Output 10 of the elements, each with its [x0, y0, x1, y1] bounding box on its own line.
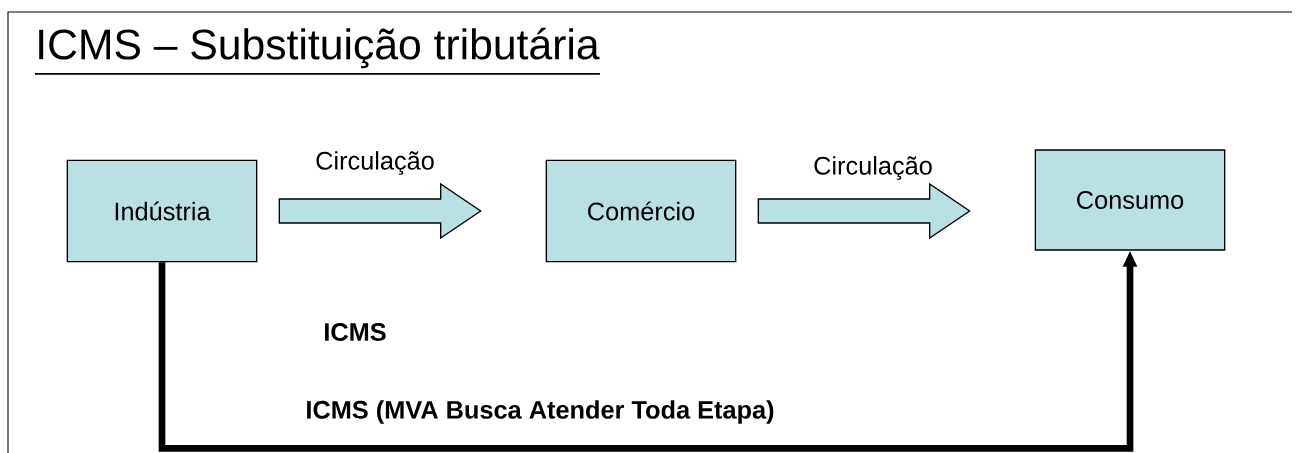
edge-label: Circulação: [811, 154, 935, 182]
edge-label: Circulação: [313, 149, 437, 177]
block-arrow: [278, 182, 482, 240]
process-box: Comércio: [545, 159, 737, 263]
title: ICMS – Substituição tributária: [39, 27, 600, 69]
block-arrow: [757, 182, 971, 240]
bold-label: ICMS (MVA Busca Atender Toda Etapa): [307, 400, 774, 424]
process-box: Consumo: [1034, 149, 1226, 251]
bold-label: ICMS: [325, 323, 386, 341]
process-box: Indústria: [66, 159, 258, 263]
